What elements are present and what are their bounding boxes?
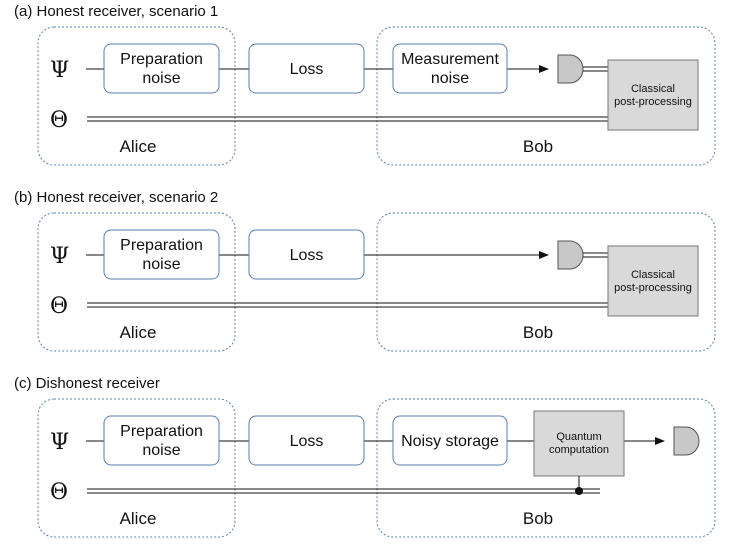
theta-label-c: Θ <box>50 480 68 505</box>
classical-post-processing-box-a <box>607 59 699 131</box>
classical-line1-b: Classical <box>631 269 675 281</box>
loss-label-c: Loss <box>290 433 324 450</box>
panel-b-caption: (b) Honest receiver, scenario 2 <box>14 189 218 206</box>
panel-c-caption: (c) Dishonest receiver <box>14 375 160 392</box>
detector-icon-a <box>557 54 584 84</box>
panel-a: (a) Honest receiver, scenario 1 Ψ Θ Prep… <box>14 3 716 166</box>
preparation-noise-line1-a: Preparation <box>120 51 203 68</box>
theta-label-b: Θ <box>50 294 68 319</box>
psi-label-c: Ψ <box>50 430 69 455</box>
bob-label-c: Bob <box>523 509 553 528</box>
measurement-noise-line2-a: noise <box>431 70 469 87</box>
panel-b: (b) Honest receiver, scenario 2 Ψ Θ Prep… <box>14 189 716 352</box>
psi-label-a: Ψ <box>50 58 69 83</box>
preparation-noise-line2-c: noise <box>142 442 180 459</box>
preparation-noise-line1-b: Preparation <box>120 237 203 254</box>
alice-label-a: Alice <box>120 137 157 156</box>
classical-post-processing-box-b <box>607 245 699 317</box>
preparation-noise-line2-a: noise <box>142 70 180 87</box>
loss-box-c <box>248 415 365 466</box>
bob-region-c <box>376 398 716 538</box>
bob-label-a: Bob <box>523 137 553 156</box>
detector-icon-b <box>557 240 584 270</box>
preparation-noise-box-b <box>103 229 220 280</box>
quantum-computation-line2-c: computation <box>549 444 609 456</box>
preparation-noise-line2-b: noise <box>142 256 180 273</box>
panel-c: (c) Dishonest receiver Ψ Θ Preparation n… <box>14 375 716 538</box>
preparation-noise-box-c <box>103 415 220 466</box>
quantum-computation-line1-c: Quantum <box>556 431 601 443</box>
bob-region-a <box>376 26 716 166</box>
panel-a-caption: (a) Honest receiver, scenario 1 <box>14 3 218 20</box>
loss-box-a <box>248 43 365 94</box>
classical-line1-a: Classical <box>631 83 675 95</box>
psi-label-b: Ψ <box>50 244 69 269</box>
classical-line2-b: post-processing <box>614 282 692 294</box>
loss-label-a: Loss <box>290 61 324 78</box>
detector-icon-c <box>673 426 700 456</box>
noisy-storage-box-c <box>392 415 508 466</box>
loss-label-b: Loss <box>290 247 324 264</box>
measurement-noise-box-a <box>392 43 508 94</box>
theta-label-a: Θ <box>50 108 68 133</box>
loss-box-b <box>248 229 365 280</box>
alice-label-c: Alice <box>120 509 157 528</box>
alice-label-b: Alice <box>120 323 157 342</box>
classical-line2-a: post-processing <box>614 96 692 108</box>
preparation-noise-box-a <box>103 43 220 94</box>
control-dot-c <box>575 487 583 495</box>
preparation-noise-line1-c: Preparation <box>120 423 203 440</box>
bob-region-b <box>376 212 716 352</box>
quantum-computation-box-c <box>533 410 625 477</box>
noisy-storage-label-c: Noisy storage <box>401 433 499 450</box>
measurement-noise-line1-a: Measurement <box>401 51 499 68</box>
bob-label-b: Bob <box>523 323 553 342</box>
